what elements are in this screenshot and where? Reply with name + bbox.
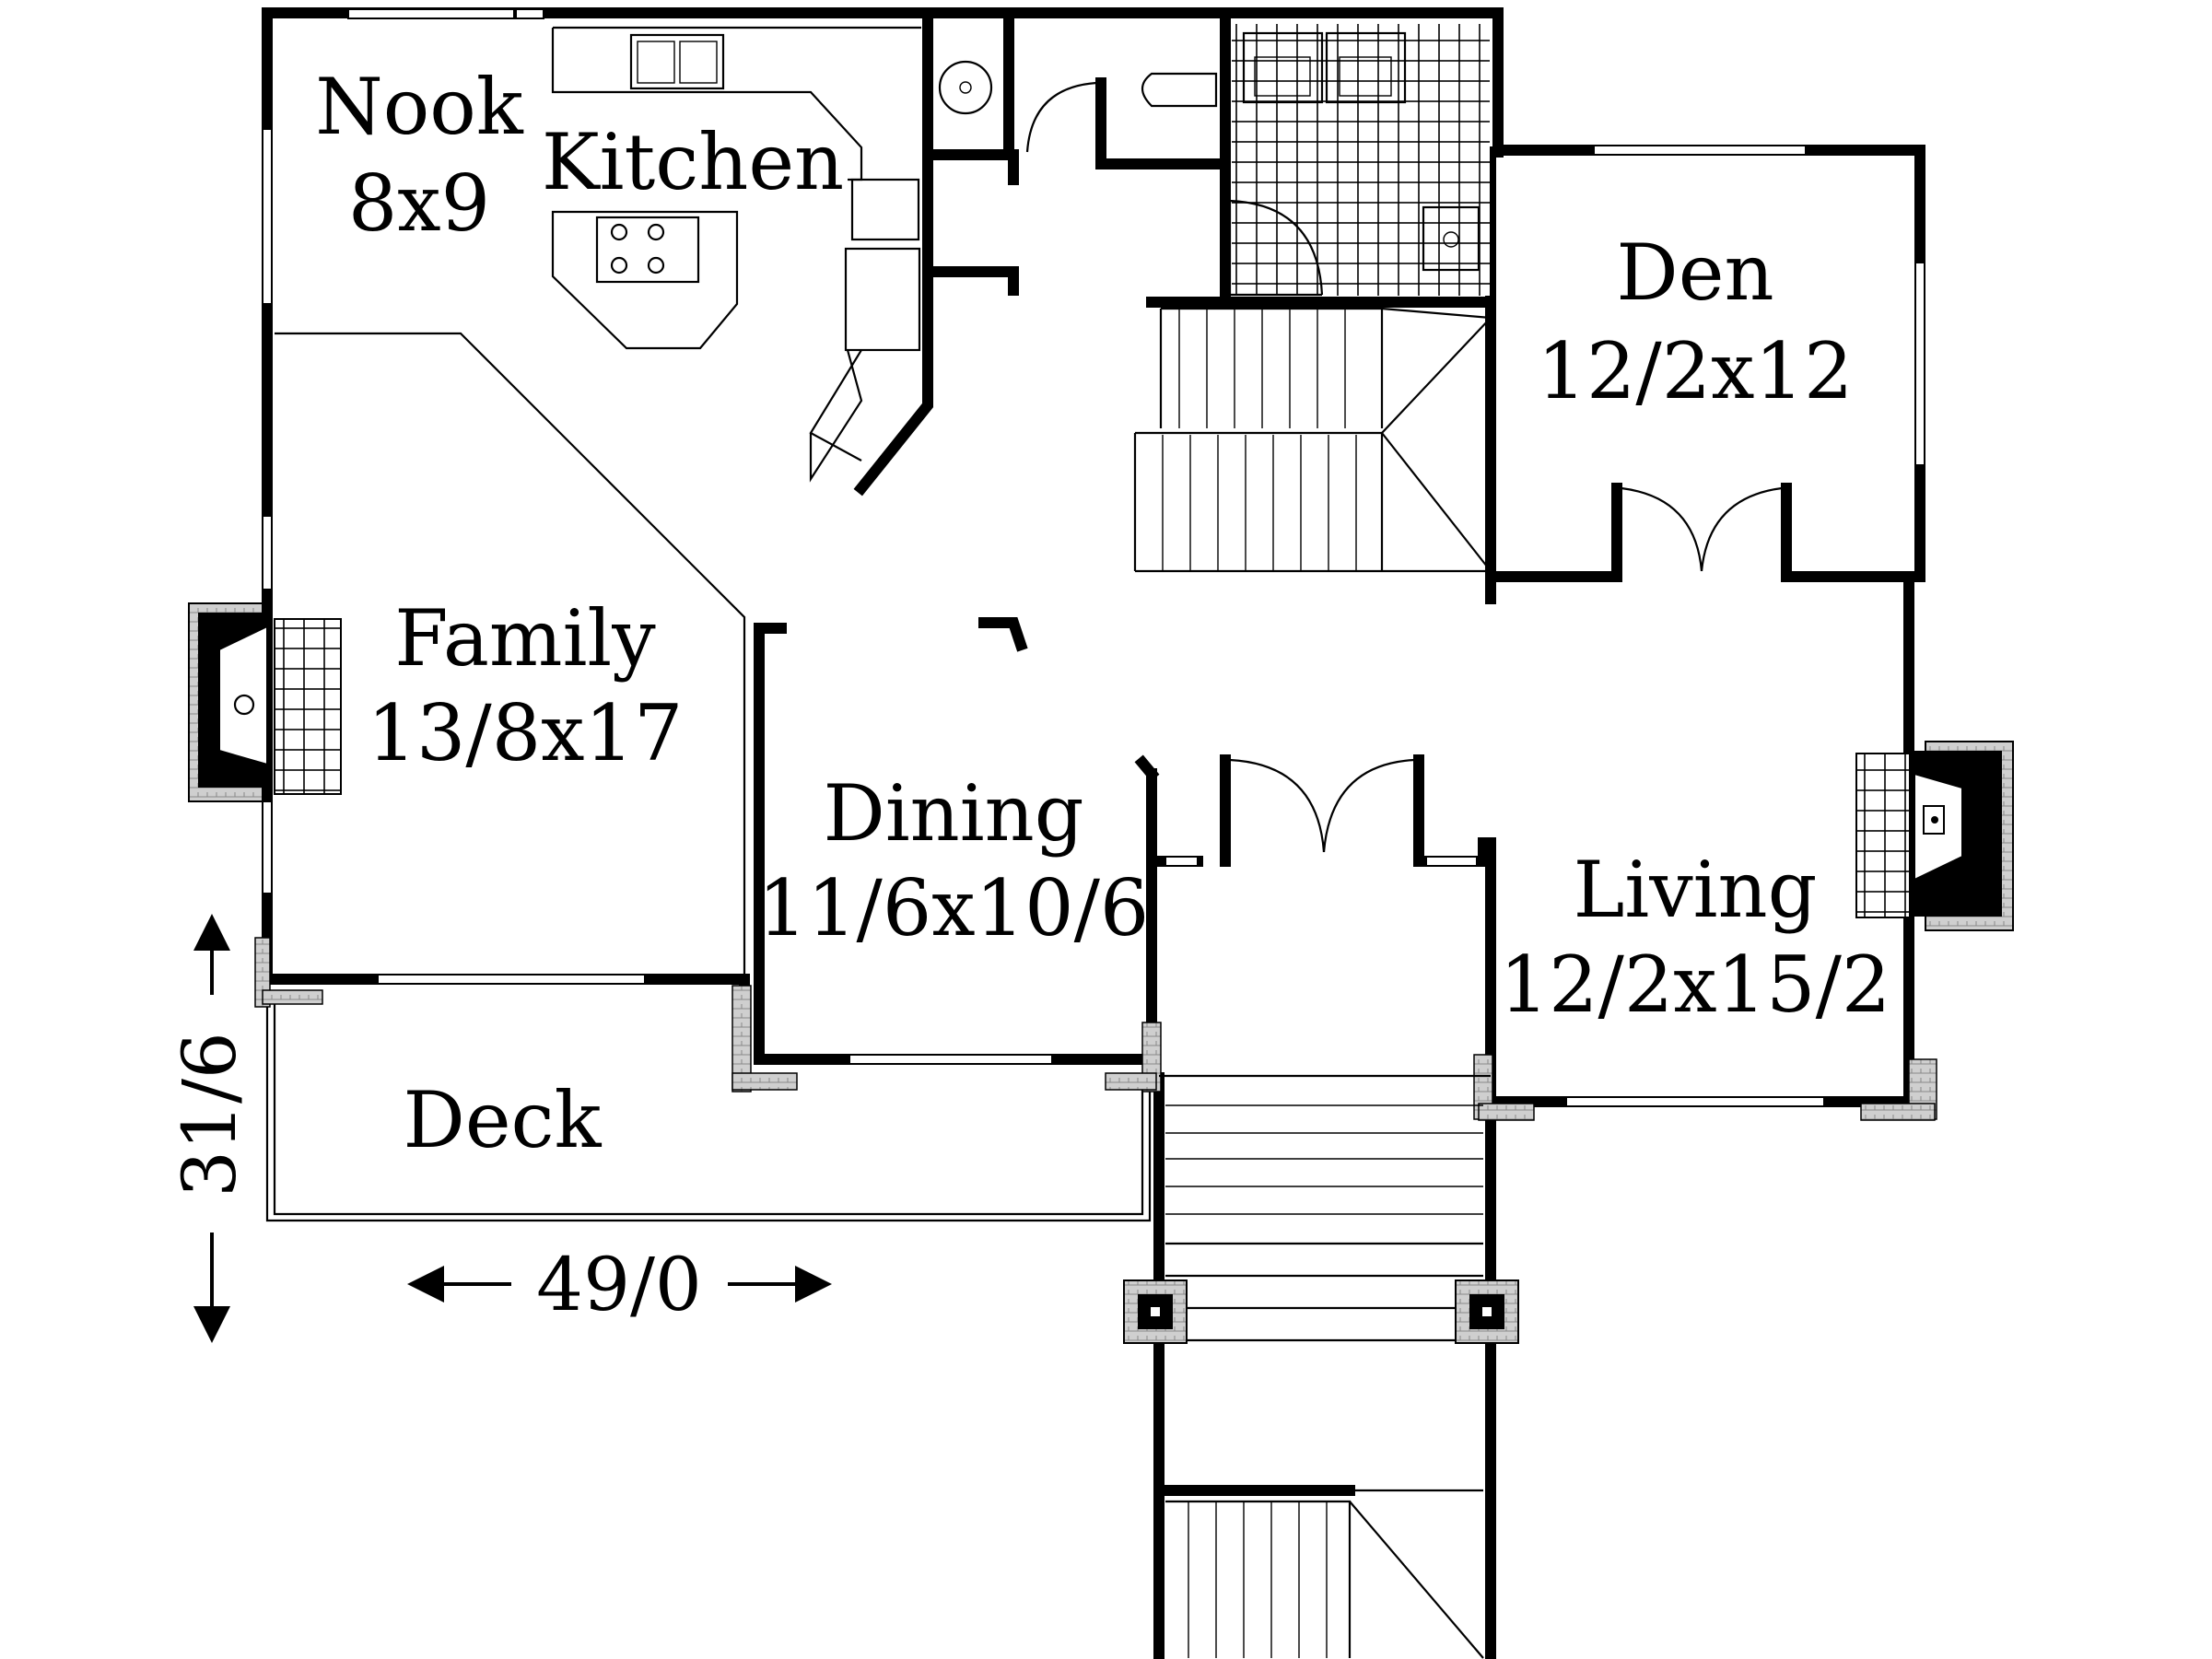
den-label: Den (1616, 228, 1773, 318)
utility-fixtures (938, 24, 1490, 297)
room-labels: Nook 8x9 Kitchen Den 12/2x12 Family 13/8… (315, 62, 1890, 1165)
family-size: 13/8x17 (368, 688, 684, 778)
deck (254, 937, 1937, 1222)
deck-label: Deck (403, 1075, 602, 1165)
windows (262, 8, 1925, 1107)
nook-label: Nook (315, 62, 524, 152)
nook-size: 8x9 (348, 158, 490, 249)
width-dimension-label: 49/0 (536, 1242, 702, 1327)
kitchen-fixtures (275, 26, 921, 976)
front-steps (1123, 1074, 1519, 1344)
den-double-door (1611, 483, 1792, 582)
entry-double-door (1220, 754, 1424, 867)
height-dimension: 31/6 (167, 914, 252, 1343)
dining-label: Dining (823, 768, 1083, 859)
kitchen-label: Kitchen (542, 117, 844, 207)
height-dimension-label: 31/6 (167, 1032, 252, 1198)
living-fireplace (1855, 741, 2014, 931)
width-dimension: 49/0 (407, 1242, 832, 1327)
den-size: 12/2x12 (1538, 326, 1854, 416)
family-fireplace (188, 602, 342, 802)
lower-stairs (1165, 1489, 1484, 1659)
living-label: Living (1574, 845, 1818, 935)
family-label: Family (394, 593, 656, 683)
main-staircase (1133, 307, 1492, 573)
dining-size: 11/6x10/6 (758, 863, 1150, 953)
living-size: 12/2x15/2 (1500, 940, 1891, 1030)
